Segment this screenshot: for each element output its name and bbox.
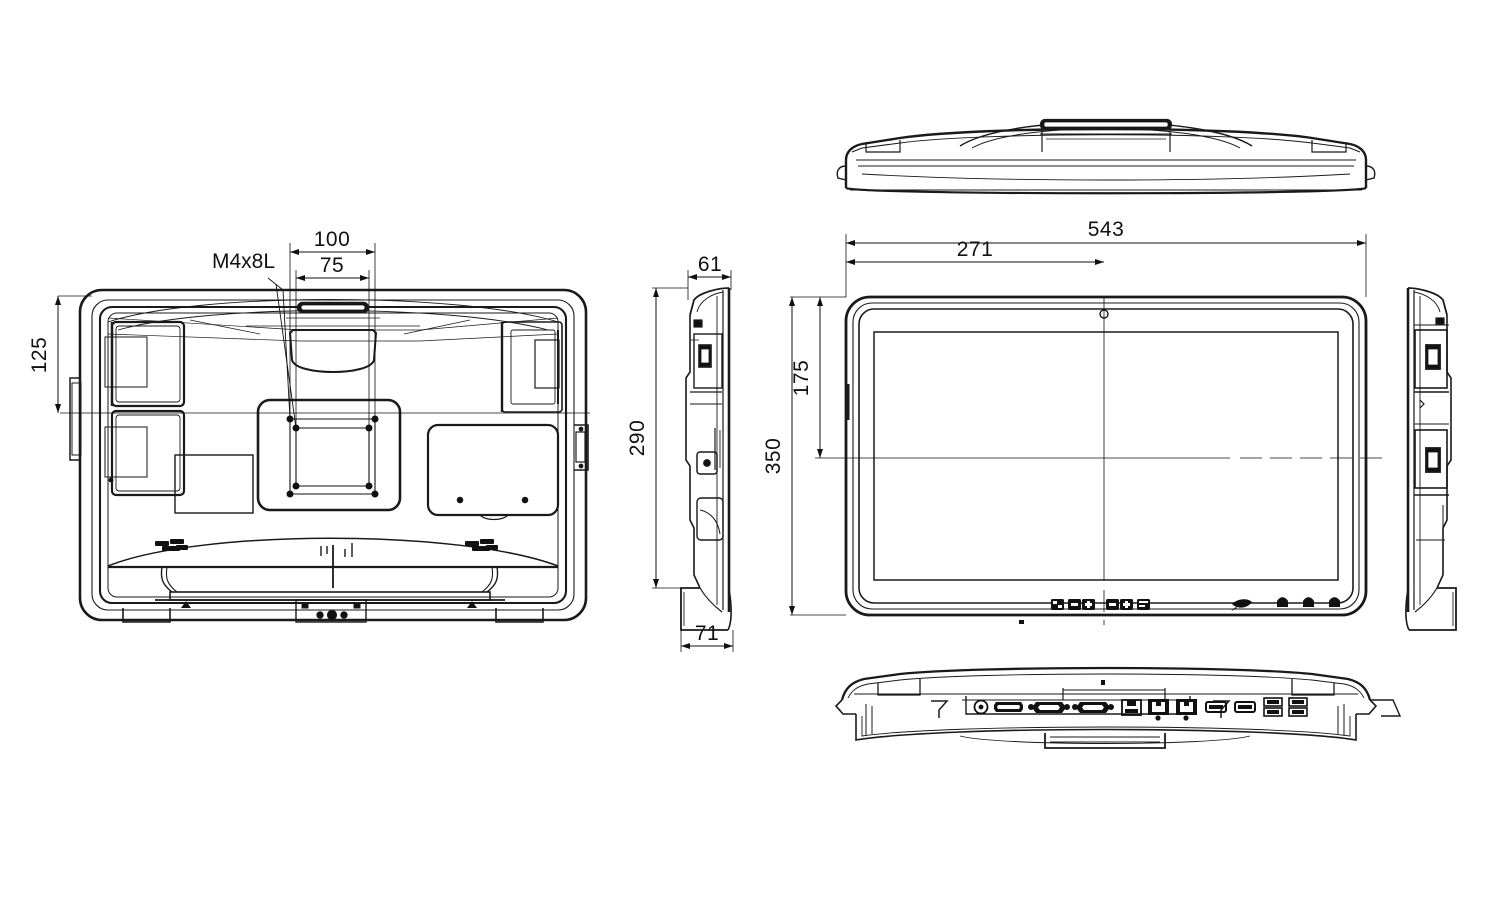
view-rear: 100 75 M4x8L 125: [28, 228, 590, 623]
contrast-plus-icon[interactable]: [1120, 599, 1133, 610]
front-bottom-notch: [1019, 620, 1024, 624]
rear-warning-label-right: [465, 539, 498, 551]
view-bottom: [834, 666, 1402, 749]
status-led: [1303, 597, 1314, 607]
power-icon[interactable]: [1231, 599, 1252, 611]
leader-label-m4x8l: M4x8L: [212, 250, 275, 273]
dimension-height-290: 290: [626, 287, 688, 589]
status-led-array: [1277, 597, 1340, 607]
dimension-label-61: 61: [698, 253, 722, 276]
front-centrelines: [815, 297, 1385, 625]
usb-port-stack: [1263, 697, 1283, 717]
rear-battery-bay-upper: [104, 320, 186, 408]
rear-warning-label-left: [155, 539, 188, 551]
rj11-port: [1176, 699, 1197, 721]
menu-icon[interactable]: [1137, 599, 1150, 610]
leader-m4x8l: [267, 277, 297, 429]
serial-db9-port: [1072, 702, 1114, 713]
dimension-label-350: 350: [762, 438, 785, 475]
contrast-minus-icon[interactable]: [1106, 599, 1119, 610]
dimension-label-175: 175: [790, 360, 813, 397]
dimension-depth-71: 71: [680, 622, 734, 652]
ethernet-rj45-port: [1121, 699, 1142, 716]
dimension-label-71: 71: [695, 622, 719, 645]
dimension-centre-175: 175: [790, 297, 823, 458]
vesa-extension-lines: [289, 243, 376, 428]
dimension-width-543: 543: [845, 218, 1367, 297]
dimension-height-350: 350: [762, 296, 846, 616]
status-led: [1277, 597, 1288, 607]
rear-fold-lines: [107, 317, 559, 342]
dimension-halfwidth-271: 271: [846, 238, 1104, 265]
dimension-depth-61: 61: [687, 253, 732, 300]
brightness-icon[interactable]: [1051, 599, 1064, 610]
status-led: [1329, 597, 1340, 607]
dimension-height-125: 125: [28, 295, 92, 413]
hdmi-port: [994, 702, 1023, 712]
lcd-active-area: [873, 331, 1339, 581]
dimension-vesa-100: 100: [290, 228, 375, 255]
dimension-vesa-75: 75: [296, 254, 369, 281]
io-port-bank: [973, 697, 1308, 721]
rj11-port: [1148, 699, 1169, 721]
minus-icon[interactable]: [1068, 599, 1081, 610]
dimension-label-75: 75: [320, 254, 344, 277]
usb-port-stack: [1288, 697, 1308, 717]
rear-corner-feet: [122, 608, 544, 623]
displayport-port: [1234, 701, 1256, 713]
rear-right-latch: [574, 424, 589, 471]
view-side-right: [1405, 287, 1457, 631]
dimension-label-543: 543: [1088, 218, 1125, 241]
plus-icon[interactable]: [1082, 599, 1095, 610]
dimension-label-290: 290: [626, 420, 649, 457]
view-side-left: 61 290 71: [626, 253, 734, 652]
view-front: 543 271 350 175: [762, 218, 1385, 625]
rear-bottom-connectors: [295, 599, 367, 623]
dimension-label-125: 125: [28, 337, 51, 374]
rear-module-cover: [426, 423, 560, 521]
dimension-label-100: 100: [314, 228, 351, 251]
dimension-label-271: 271: [957, 238, 994, 261]
rear-left-grip: [69, 377, 82, 461]
rear-battery-bay-lower: [104, 409, 186, 497]
serial-db9-port: [1028, 702, 1070, 713]
front-button-row[interactable]: [1051, 599, 1150, 610]
dc-power-jack: [973, 699, 989, 715]
displayport-port: [1205, 701, 1227, 713]
view-top: [836, 118, 1376, 195]
rear-vesa-plate: [256, 398, 402, 512]
rear-service-panel: [174, 454, 254, 514]
